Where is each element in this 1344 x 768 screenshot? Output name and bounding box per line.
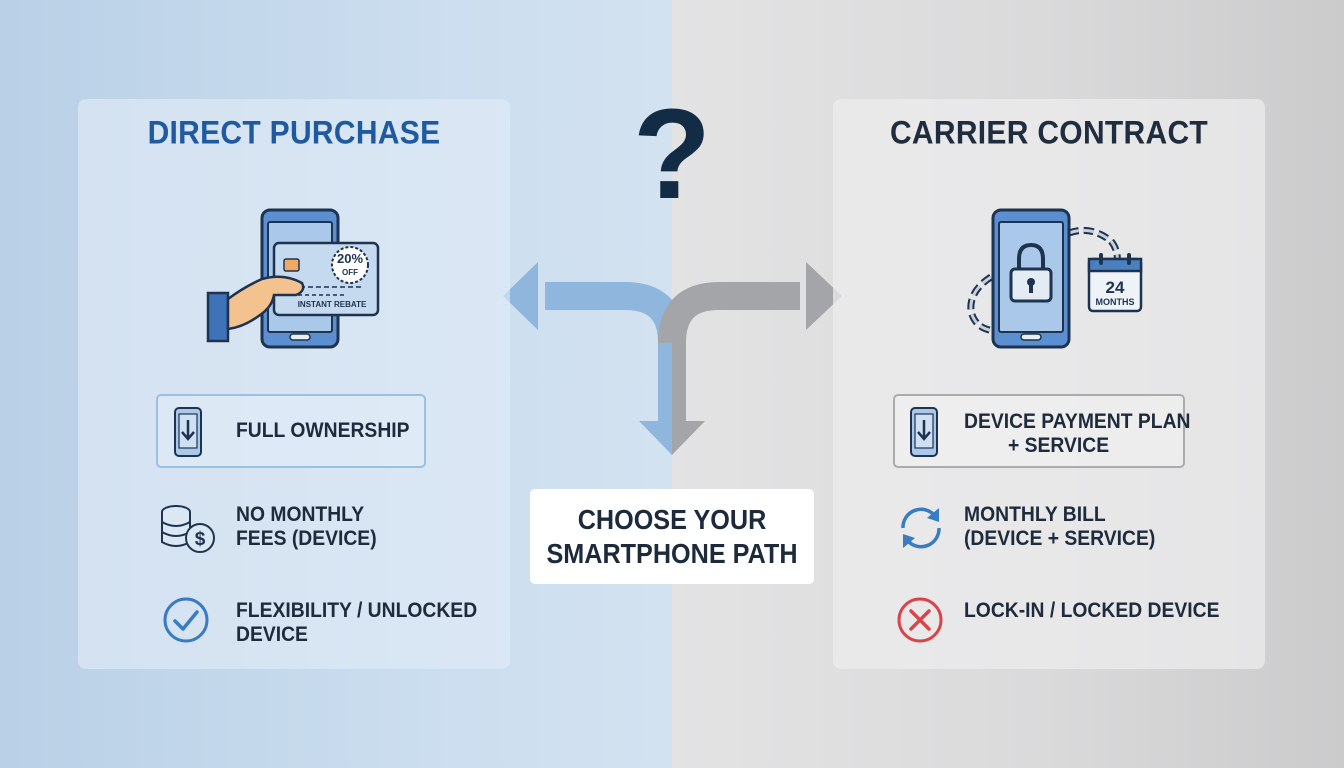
x-circle-icon — [897, 597, 943, 643]
device-payment-plan-box — [893, 394, 1185, 468]
feature-no-monthly-line2: FEES (DEVICE) — [236, 527, 377, 550]
arrow-right-branch — [658, 282, 800, 344]
feature-flexibility-line2: DEVICE — [236, 623, 308, 646]
locked-phone-calendar-illustration: 24 MONTHS — [967, 208, 1143, 349]
panel-title: DIRECT PURCHASE — [147, 115, 441, 152]
question-mark: ? — [632, 83, 712, 226]
feature-monthly-bill-line1: MONTHLY BILL — [964, 503, 1106, 526]
choose-path-line1: CHOOSE YOUR — [577, 504, 767, 535]
arrow-left-head — [503, 262, 538, 330]
feature-no-monthly-line1: NO MONTHLY — [236, 503, 365, 526]
feature-flexibility-line1: FLEXIBILITY / UNLOCKED — [236, 599, 478, 622]
feature-payment-plan-line2: + SERVICE — [1008, 434, 1110, 457]
feature-monthly-bill-line2: (DEVICE + SERVICE) — [964, 527, 1156, 550]
calendar-label: MONTHS — [1096, 297, 1135, 307]
phone-download-icon — [174, 407, 202, 457]
discount-badge-sub: OFF — [342, 268, 358, 277]
coins-dollar-icon: $ — [161, 505, 215, 553]
feature-payment-plan-line1: DEVICE PAYMENT PLAN — [964, 410, 1191, 433]
full-ownership-box — [156, 394, 426, 468]
check-circle-icon — [163, 597, 209, 643]
arrow-right-head — [806, 262, 842, 330]
choose-path-box: CHOOSE YOUR SMARTPHONE PATH — [530, 489, 814, 584]
phone-card-hand-illustration: 20% OFF INSTANT REBATE — [206, 208, 380, 349]
arrow-left-branch — [545, 282, 686, 425]
feature-full-ownership: FULL OWNERSHIP — [236, 419, 410, 442]
choose-path-line2: SMARTPHONE PATH — [546, 538, 798, 569]
arrow-down-head-right — [672, 421, 705, 455]
arrow-down-stem-right — [672, 340, 686, 422]
carrier-contract-panel: CARRIER CONTRACT 24 MONTHS DEVICE PAYMEN… — [833, 99, 1265, 669]
card-caption: INSTANT REBATE — [298, 300, 367, 309]
direct-purchase-panel: DIRECT PURCHASE 20% OFF INSTANT REBATE F… — [78, 99, 510, 669]
arrow-down-head-left — [639, 421, 672, 455]
phone-download-icon — [910, 407, 938, 457]
choose-path-label: CHOOSE YOUR SMARTPHONE PATH — [544, 503, 800, 571]
feature-lock-in: LOCK-IN / LOCKED DEVICE — [964, 599, 1220, 622]
calendar-number: 24 — [1106, 278, 1125, 297]
panel-title: CARRIER CONTRACT — [889, 115, 1209, 152]
refresh-cycle-icon — [901, 507, 941, 549]
svg-text:$: $ — [195, 529, 206, 550]
discount-badge-text: 20% — [337, 251, 363, 266]
